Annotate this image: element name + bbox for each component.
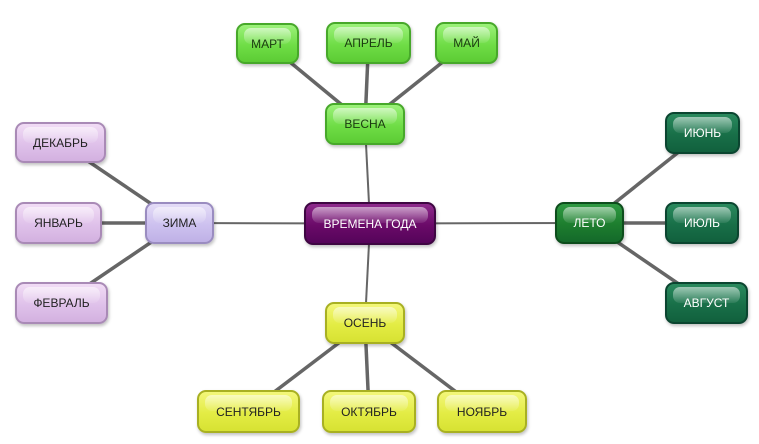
month-node-may[interactable]: МАЙ: [435, 22, 498, 64]
month-node-november[interactable]: НОЯБРЬ: [437, 390, 527, 433]
center-node[interactable]: ВРЕМЕНА ГОДА: [304, 202, 436, 245]
month-label: АПРЕЛЬ: [344, 36, 393, 50]
month-node-december[interactable]: ДЕКАБРЬ: [15, 122, 106, 163]
month-node-february[interactable]: ФЕВРАЛЬ: [15, 282, 108, 324]
month-label: НОЯБРЬ: [456, 404, 508, 419]
month-label: ЯНВАРЬ: [34, 216, 83, 230]
month-node-january[interactable]: ЯНВАРЬ: [15, 202, 102, 244]
month-label: ОКТЯБРЬ: [341, 404, 397, 419]
season-node-winter[interactable]: ЗИМА: [145, 202, 214, 244]
month-label: МАРТ: [251, 36, 284, 51]
month-node-april[interactable]: АПРЕЛЬ: [326, 22, 411, 64]
month-node-march[interactable]: МАРТ: [236, 23, 299, 64]
month-node-october[interactable]: ОКТЯБРЬ: [322, 390, 416, 433]
season-node-summer[interactable]: ЛЕТО: [555, 202, 624, 244]
season-node-autumn[interactable]: ОСЕНЬ: [325, 302, 405, 344]
month-node-june[interactable]: ИЮНЬ: [665, 112, 740, 154]
center-node-label: ВРЕМЕНА ГОДА: [323, 216, 417, 231]
month-label: СЕНТЯБРЬ: [216, 404, 281, 419]
month-node-july[interactable]: ИЮЛЬ: [665, 202, 739, 244]
month-node-august[interactable]: АВГУСТ: [665, 282, 748, 324]
month-label: ФЕВРАЛЬ: [33, 296, 90, 310]
season-label: ОСЕНЬ: [343, 316, 387, 330]
month-label: ИЮЛЬ: [684, 216, 720, 230]
month-label: МАЙ: [453, 36, 480, 50]
season-label: ЛЕТО: [573, 216, 606, 230]
season-label: ВЕСНА: [344, 117, 386, 131]
season-node-spring[interactable]: ВЕСНА: [325, 103, 405, 145]
season-label: ЗИМА: [162, 216, 197, 230]
month-label: ДЕКАБРЬ: [33, 135, 88, 150]
month-label: АВГУСТ: [683, 296, 730, 310]
month-node-september[interactable]: СЕНТЯБРЬ: [197, 390, 300, 433]
month-label: ИЮНЬ: [683, 126, 722, 140]
